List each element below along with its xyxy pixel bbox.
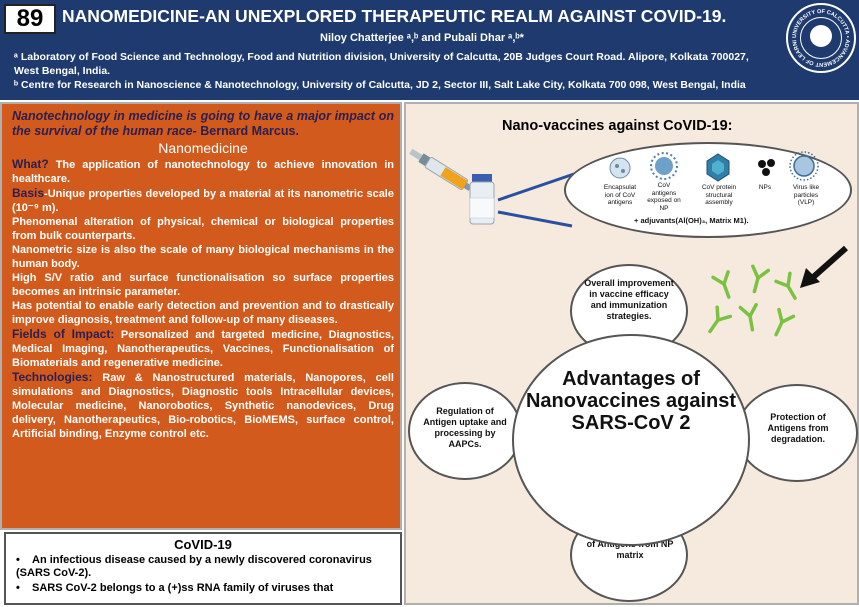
advantage-left-text: Regulation of Antigen uptake and process… [423,406,507,449]
central-circle-text: Advantages of Nanovaccines against SARS-… [525,368,737,434]
covid-heading: CoVID-19 [174,537,232,552]
what-key: What? [12,157,49,171]
antibody-icon [708,264,797,337]
np-label-encapsulation: Encapsulat ion of CoV antigens [603,184,637,206]
nanoparticles-icon [758,159,775,176]
basis-key: Basis [12,186,45,200]
advantage-right-text: Protection of Antigens from degradation. [767,412,829,444]
advantage-top-text: Overall improvement in vaccine efficacy … [584,278,674,321]
np-label-vlp: Virus like particles (VLP) [792,184,820,206]
fields-text: Personalized and targeted medicine, Diag… [12,329,394,369]
vaccine-vial-icon [469,174,495,225]
poster-title: NANOMEDICINE-AN UNEXPLORED THERAPEUTIC R… [62,6,727,26]
np-label-nps: NPs [758,184,772,191]
advantage-circle-right: Protection of Antigens from degradation. [736,384,858,482]
nanomedicine-heading: Nanomedicine [158,140,248,156]
np-label-protein-assembly: CoV protein structural assembly [701,184,737,206]
covid-box: CoVID-19 •An infectious disease caused b… [4,532,402,605]
central-circle: Advantages of Nanovaccines against SARS-… [512,334,750,546]
connector-lines [497,172,848,288]
covid-bullet-2: •SARS CoV-2 belongs to a (+)ss RNA famil… [16,582,334,594]
university-seal-icon: UNIVERSITY OF CALCUTTA • ADVANCEMENT OF … [786,3,856,73]
nanovaccine-title: Nano-vaccines against CoVID-19: [502,118,733,134]
quote-text: Nanotechnology in medicine is going to h… [12,109,394,138]
covid-bullet-1: •An infectious disease caused by a newly… [16,554,372,579]
connector-line-bottom [497,210,573,228]
technologies-text: Raw & Nanostructured materials, Nanopore… [12,372,394,440]
what-paragraph: What? The application of nanotechnology … [12,157,394,186]
technologies-paragraph: Technologies: Raw & Nanostructured mater… [12,370,394,441]
adjuvants-label: + adjuvants(Al(OH)₃, Matrix M1). [634,216,749,225]
what-text: The application of nanotechnology to ach… [12,159,394,185]
nanoparticle-types-oval: Encapsulat ion of CoV antigens CoV antig… [564,142,852,238]
nanomedicine-panel: Nanotechnology in medicine is going to h… [0,102,402,530]
seal-emblem [810,25,832,47]
point-2: Nanometric size is also the scale of man… [12,244,394,270]
poster-number: 89 [4,4,56,34]
basis-paragraph: Basis-Unique properties developed by a m… [12,186,394,215]
point-3: High S/V ratio and surface functionalisa… [12,272,394,298]
virus-like-particle-icon [789,151,819,181]
encapsulation-icon [609,157,631,179]
fields-paragraph: Fields of Impact: Personalized and targe… [12,327,394,370]
technologies-key: Technologies: [12,370,93,384]
arrow-down-left-icon [800,245,848,288]
nanomedicine-text: Nanotechnology in medicine is going to h… [12,109,394,441]
authors: Niloy Chatterjee ᵃ,ᵇ and Pubali Dhar ᵃ,ᵇ… [320,32,524,44]
syringe-icon [409,148,495,225]
point-4: Has potential to enable early detection … [12,300,394,326]
exposed-antigen-icon [650,152,678,180]
nanoparticle-icons [609,151,819,182]
affiliation-a: ᵃ Laboratory of Food Science and Technol… [14,51,749,77]
poster-header: 89 NANOMEDICINE-AN UNEXPLORED THERAPEUTI… [0,0,859,100]
np-label-exposed: CoV antigens exposed on NP [647,182,681,212]
fields-key: Fields of Impact: [12,327,115,341]
quote-author: Bernard Marcus. [200,124,299,138]
point-1: Phenomenal alteration of physical, chemi… [12,216,394,242]
bullet-dot: • [16,582,20,594]
affiliation-b: ᵇ Centre for Research in Nanoscience & N… [14,79,746,91]
protein-assembly-icon [706,153,730,182]
advantage-circle-left: Regulation of Antigen uptake and process… [408,382,522,480]
connector-line-top [497,172,575,202]
quote: Nanotechnology in medicine is going to h… [12,109,394,139]
bullet-dot: • [16,554,20,566]
basis-text: -Unique properties developed by a materi… [12,188,394,214]
nanovaccine-panel: Nano-vaccines against CoVID-19: Encapsul… [404,102,859,605]
seal-inner-ring [800,17,842,59]
